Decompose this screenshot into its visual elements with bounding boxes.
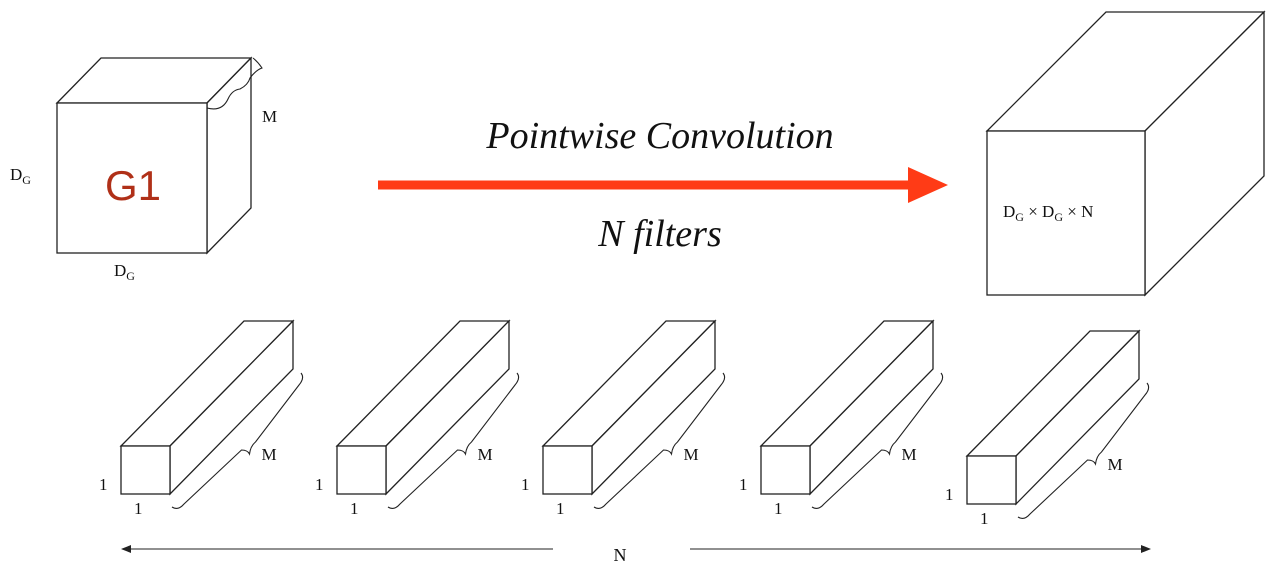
input-depth-label: M [262, 107, 277, 126]
filter-height-label: 1 [739, 475, 748, 494]
filter-front-face [760, 445, 811, 495]
filter-2: 1 1 M [315, 319, 520, 518]
filter-height-label: 1 [521, 475, 530, 494]
filter-front-face [336, 445, 387, 495]
output-block-front-face [986, 130, 1146, 296]
output-block [985, 10, 1266, 297]
filter-depth-brace [171, 372, 304, 510]
filter-width-label: 1 [774, 499, 783, 518]
filter-depth-label: M [1108, 455, 1123, 474]
filter-height-label: 1 [315, 475, 324, 494]
filter-depth-label: M [902, 445, 917, 464]
input-width-label: DG [114, 261, 135, 283]
input-cube-front-face [56, 102, 208, 254]
input-depth-brace [206, 57, 263, 110]
input-height-label: DG [10, 165, 31, 187]
filter-count-label: N [614, 545, 627, 565]
filter-1: 1 1 M [99, 319, 304, 518]
filter-3: 1 1 M [521, 319, 726, 518]
filter-front-face [966, 455, 1017, 505]
filter-width-label: 1 [350, 499, 359, 518]
filter-height-label: 1 [945, 485, 954, 504]
filter-depth-label: M [262, 445, 277, 464]
filter-width-label: 1 [134, 499, 143, 518]
operation-title: Pointwise Convolution [485, 115, 833, 157]
filter-depth-brace [811, 372, 944, 510]
input-label-g1: G1 [105, 162, 161, 209]
filter-depth-brace [1017, 382, 1150, 520]
filter-4: 1 1 M [739, 319, 944, 518]
operation-subtitle: N filters [597, 213, 722, 255]
filter-front-face [120, 445, 171, 495]
input-cube [55, 56, 263, 255]
filter-depth-label: M [478, 445, 493, 464]
filters-row: 1 1 M 1 1 M 1 1 M 1 1 M 1 1 M [99, 319, 1150, 528]
operation-arrow [378, 167, 948, 203]
filter-5: 1 1 M [945, 329, 1150, 528]
filter-depth-brace [593, 372, 726, 510]
filter-width-label: 1 [980, 509, 989, 528]
filter-depth-label: M [684, 445, 699, 464]
filter-depth-brace [387, 372, 520, 510]
filter-width-label: 1 [556, 499, 565, 518]
output-dimension-label: DG × DG × N [1003, 202, 1093, 224]
filter-height-label: 1 [99, 475, 108, 494]
filter-front-face [542, 445, 593, 495]
